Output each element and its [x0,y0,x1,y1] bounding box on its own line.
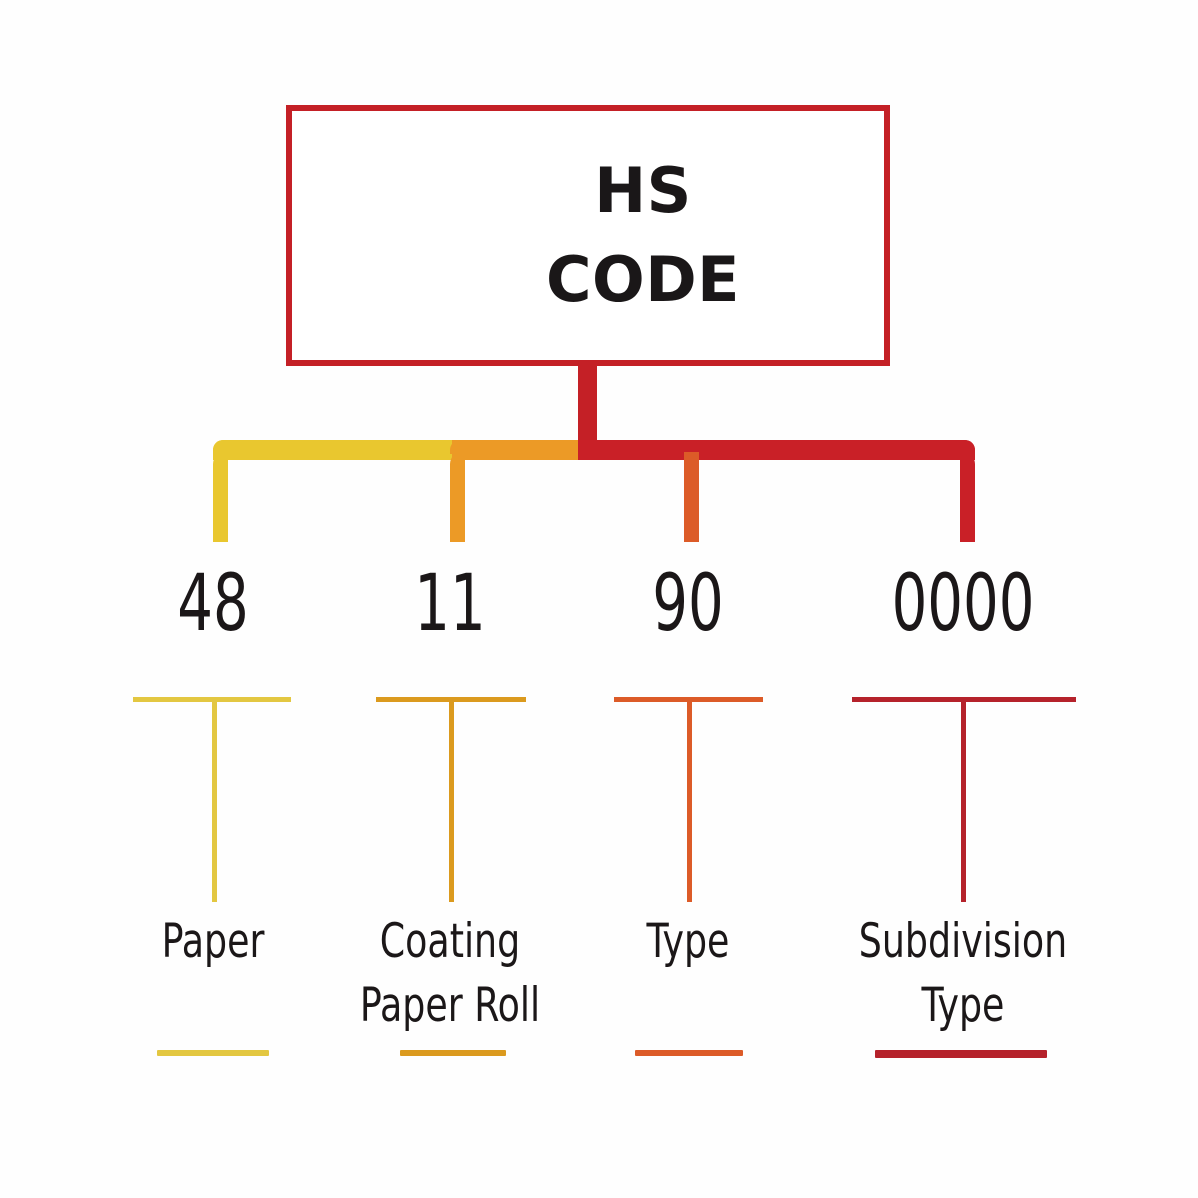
root-title-line-1: HS [594,154,692,228]
underline-bar-3 [635,1050,743,1056]
hs-code-root-box: HS CODE [286,105,890,366]
bracket-segment-red [578,440,975,460]
bracket-drop-1 [213,440,228,542]
node-label-paper: Paper [0,910,428,974]
bracket-drop-3 [684,452,699,542]
node-label-line: Subdivision [858,914,1068,969]
node-label-line: Type [921,978,1005,1034]
underline-bar-2 [400,1050,506,1056]
tee-stem-1 [212,697,217,902]
node-label-type: Type [473,910,903,974]
root-stem-connector [578,362,597,450]
page-title: HS CODE [292,147,884,323]
node-label-line: Type [646,914,730,969]
tee-stem-4 [961,697,966,902]
node-label-line: Paper Roll [359,978,541,1034]
code-segment-48: 48 [177,559,249,649]
code-segment-90: 90 [652,559,724,649]
code-segment-11: 11 [414,559,486,649]
root-title-line-2: CODE [545,242,741,316]
underline-bar-4 [875,1050,1047,1058]
bracket-segment-orange [452,440,579,460]
node-label-line: Coating [379,914,521,969]
tee-stem-3 [687,697,692,902]
underline-bar-1 [157,1050,269,1056]
tee-stem-2 [449,697,454,902]
bracket-drop-4 [960,440,975,542]
node-label-line: Paper [161,914,265,969]
bracket-drop-2 [450,440,465,542]
code-digits-row: 48 11 90 0000 [0,565,1198,655]
bracket-segment-yellow [213,440,453,460]
code-segment-0000: 0000 [891,559,1035,649]
